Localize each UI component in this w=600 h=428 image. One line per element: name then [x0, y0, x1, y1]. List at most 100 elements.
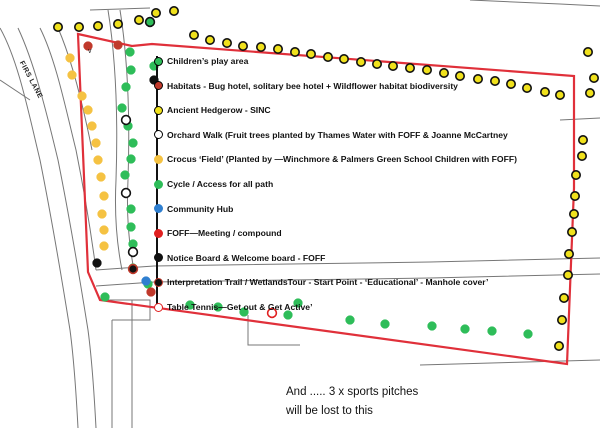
hedgerow-marker	[563, 249, 574, 260]
hedgerow-marker	[489, 76, 500, 87]
legend-item: Notice Board & Welcome board - FOFF	[154, 249, 325, 267]
legend-label: Children’s play area	[167, 56, 249, 66]
hedgerow-marker	[387, 60, 398, 71]
legend-label: FOFF—Meeting / compound	[167, 228, 282, 239]
path-marker	[126, 65, 136, 75]
hedgerow-marker	[570, 170, 581, 181]
map-mark-v: v	[88, 48, 92, 55]
legend-label: Community Hub	[167, 203, 234, 214]
orchard-marker	[127, 246, 139, 258]
habitat-marker	[113, 40, 123, 50]
habitat-marker	[83, 41, 93, 51]
crocus-marker	[65, 53, 75, 63]
play-area-marker	[144, 16, 156, 28]
hedgerow-marker	[338, 53, 349, 64]
hedgerow-marker	[576, 151, 587, 162]
hedgerow-marker	[554, 90, 565, 101]
hedgerow-marker	[584, 88, 595, 99]
hedgerow-marker	[568, 209, 579, 220]
legend-label: Cycle / Access for all path	[167, 179, 274, 189]
hedgerow-marker	[472, 74, 483, 85]
hedgerow-marker	[289, 46, 300, 57]
crocus-marker	[97, 209, 107, 219]
hedgerow-marker	[93, 20, 104, 31]
hedgerow-marker	[52, 21, 63, 32]
legend-marker-icon	[154, 204, 163, 214]
legend-item: Orchard Walk (Fruit trees planted by Tha…	[154, 126, 508, 144]
crocus-marker	[99, 191, 109, 201]
hedgerow-marker	[562, 269, 573, 280]
path-marker	[125, 47, 135, 57]
legend-item: Crocus ‘Field’ (Planted by —Winchmore & …	[154, 150, 517, 168]
legend-marker-icon	[154, 302, 163, 312]
hedgerow-marker	[222, 37, 233, 48]
legend-marker-icon	[154, 277, 163, 287]
path-marker	[126, 154, 136, 164]
legend-item: Habitats - Bug hotel, solitary bee hotel…	[154, 77, 458, 95]
notice-board-marker	[92, 258, 102, 268]
crocus-marker	[99, 241, 109, 251]
legend-marker-icon	[154, 228, 163, 238]
legend-label: Habitats - Bug hotel, solitary bee hotel…	[167, 80, 458, 91]
path-marker	[126, 204, 136, 214]
hedgerow-marker	[371, 58, 382, 69]
crocus-marker	[96, 172, 106, 182]
table-tennis-marker	[266, 307, 278, 319]
path-marker	[283, 310, 293, 320]
crocus-marker	[87, 121, 97, 131]
legend-marker-icon	[154, 56, 163, 66]
legend-item: Interpretation Trail / WetlandsTour - St…	[154, 273, 488, 291]
hedgerow-marker	[151, 8, 162, 18]
legend-marker-icon	[154, 105, 163, 115]
legend-marker-icon	[154, 179, 163, 189]
path-marker	[121, 82, 131, 92]
hedgerow-marker	[577, 135, 588, 146]
hedgerow-marker	[238, 40, 249, 51]
map-markers	[52, 6, 599, 351]
trail-start-marker	[127, 263, 139, 275]
hedgerow-marker	[205, 34, 216, 45]
hedgerow-marker	[255, 41, 266, 52]
crocus-marker	[93, 155, 103, 165]
hedgerow-marker	[305, 48, 316, 59]
hedgerow-marker	[189, 29, 200, 40]
path-marker	[427, 321, 437, 331]
path-marker	[120, 170, 130, 180]
path-marker	[185, 300, 195, 310]
hedgerow-marker	[553, 340, 564, 351]
hedgerow-marker	[421, 65, 432, 76]
legend-item: Children’s play area	[154, 52, 248, 70]
hedgerow-marker	[569, 191, 580, 202]
legend-label: Orchard Walk (Fruit trees planted by Tha…	[167, 129, 508, 140]
hedgerow-marker	[134, 15, 145, 25]
legend-label: Ancient Hedgerow - SINC	[167, 105, 271, 116]
legend-item: FOFF—Meeting / compound	[154, 224, 282, 242]
path-marker	[126, 222, 136, 232]
path-marker	[128, 138, 138, 148]
legend-label: Interpretation Trail / WetlandsTour - St…	[167, 277, 489, 288]
hedgerow-marker	[588, 73, 599, 84]
legend-item: Table Tennis—Get out & Get Active’	[154, 298, 312, 316]
hedgerow-marker	[582, 46, 593, 57]
hedgerow-marker	[454, 71, 465, 82]
legend-marker-icon	[154, 154, 163, 164]
hedgerow-marker	[272, 43, 283, 54]
orchard-marker	[120, 114, 132, 126]
path-marker	[487, 326, 497, 336]
legend-label: Notice Board & Welcome board - FOFF	[167, 252, 326, 263]
legend-label: Table Tennis—Get out & Get Active’	[167, 302, 313, 312]
hedgerow-marker	[566, 227, 577, 238]
habitat-marker	[146, 287, 156, 297]
path-marker	[380, 319, 390, 329]
crocus-marker	[91, 138, 101, 148]
path-marker	[100, 292, 110, 302]
site-boundary	[76, 32, 576, 366]
hedgerow-marker	[355, 56, 366, 67]
hedgerow-marker	[113, 18, 124, 29]
path-marker	[345, 315, 355, 325]
footnote-line-2: will be lost to this	[286, 405, 373, 417]
crocus-marker	[67, 70, 77, 80]
hedgerow-marker	[169, 6, 180, 16]
